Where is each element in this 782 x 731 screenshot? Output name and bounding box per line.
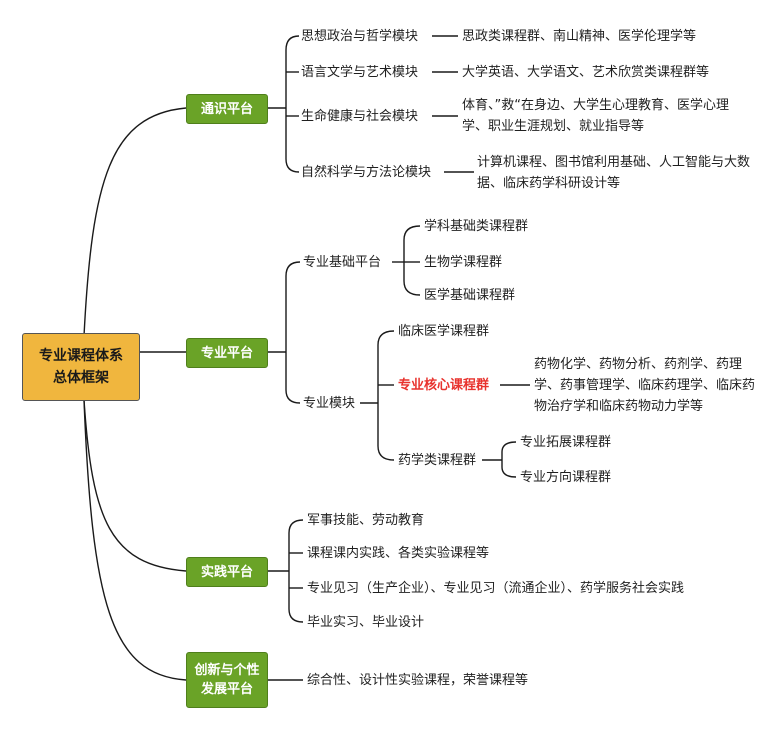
pharmacy-course-group: 药学类课程群: [398, 453, 477, 468]
pharmacy-item-direction: 专业方向课程群: [520, 470, 612, 485]
practice-item-graduation: 毕业实习、毕业设计: [307, 615, 425, 630]
general-platform-label: 通识平台: [200, 101, 253, 117]
core-course-group-desc: 药物化学、药物分析、药剂学、药理学、药事管理学、临床药理学、临床药物治疗学和临床…: [534, 357, 756, 414]
general-platform-node: 通识平台: [186, 94, 268, 124]
module-language-art-desc: 大学英语、大学语文、艺术欣赏类课程群等: [462, 65, 710, 80]
major-platform-label: 专业平台: [200, 345, 253, 361]
innovation-platform-line2: 发展平台: [200, 682, 253, 697]
foundation-item-discipline: 学科基础类课程群: [424, 219, 529, 234]
major-platform-node: 专业平台: [186, 338, 268, 368]
foundation-item-biology: 生物学课程群: [424, 255, 503, 270]
root-node: 专业课程体系 总体框架: [22, 333, 140, 401]
module-health-society: 生命健康与社会模块: [301, 109, 419, 124]
practice-platform-node: 实践平台: [186, 557, 268, 587]
root-title-line2: 总体框架: [53, 370, 109, 386]
module-politics-philosophy-desc: 思政类课程群、南山精神、医学伦理学等: [462, 29, 697, 44]
module-health-society-desc: 体育、”救“在身边、大学生心理教育、医学心理学、职业生涯规划、就业指导等: [462, 98, 729, 134]
core-course-group: 专业核心课程群: [398, 378, 490, 393]
foundation-item-medical: 医学基础课程群: [424, 288, 516, 303]
major-modules: 专业模块: [303, 396, 356, 411]
foundation-platform: 专业基础平台: [303, 255, 382, 270]
module-science-method: 自然科学与方法论模块: [301, 165, 432, 180]
clinical-medicine-group: 临床医学课程群: [398, 324, 490, 339]
module-science-method-desc: 计算机课程、图书馆利用基础、人工智能与大数据、临床药学科研设计等: [477, 155, 751, 191]
pharmacy-item-expansion: 专业拓展课程群: [520, 435, 612, 450]
root-title-line1: 专业课程体系: [39, 348, 123, 364]
practice-item-internship-visits: 专业见习（生产企业）、专业见习（流通企业）、药学服务社会实践: [307, 581, 685, 596]
innovation-platform-node: 创新与个性 发展平台: [186, 652, 268, 708]
innovation-desc: 综合性、设计性实验课程，荣誉课程等: [307, 673, 529, 688]
module-politics-philosophy: 思想政治与哲学模块: [301, 29, 419, 44]
practice-item-experiments: 课程课内实践、各类实验课程等: [307, 546, 490, 561]
practice-platform-label: 实践平台: [200, 564, 253, 580]
module-language-art: 语言文学与艺术模块: [301, 65, 419, 80]
innovation-platform-line1: 创新与个性: [194, 663, 260, 678]
practice-item-military: 军事技能、劳动教育: [307, 513, 425, 528]
